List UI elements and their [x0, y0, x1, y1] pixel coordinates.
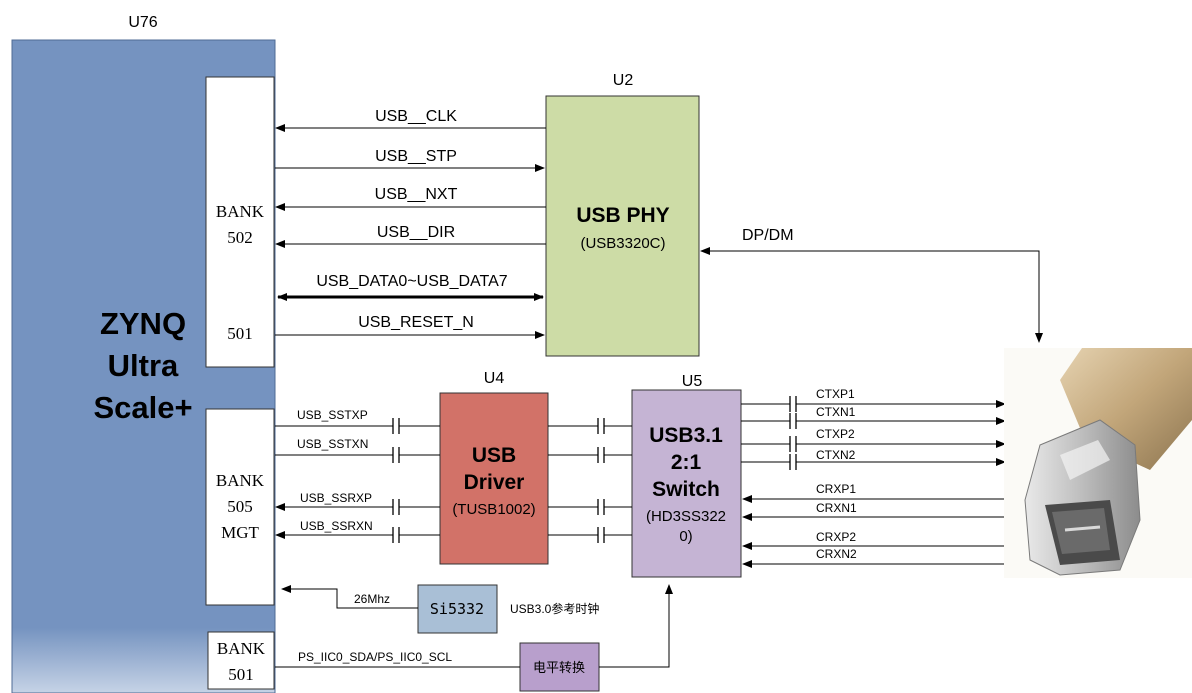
bank-501-box: BANK 501 [207, 631, 275, 690]
sig-ssrxn-label: USB_SSRXN [300, 519, 373, 533]
sig-ctxp2-label: CTXP2 [816, 427, 855, 441]
usb-type-c-connector-icon [1004, 348, 1192, 578]
sig-crxn1-label: CRXN1 [816, 501, 857, 515]
phy-ref-label: U2 [613, 72, 634, 89]
bank501b-line2: 501 [228, 665, 254, 684]
sig-ctxn2-label: CTXN2 [816, 448, 856, 462]
bank-502-box: BANK 502 501 [205, 76, 275, 368]
clock-chip-block: Si5332 USB3.0参考时钟 26Mhz [281, 584, 599, 634]
sig-ssrxp-label: USB_SSRXP [300, 491, 372, 505]
level-shifter-block: 电平转换 PS_IIC0_SDA/PS_IIC0_SCL [275, 584, 673, 692]
clock-desc-label: USB3.0参考时钟 [510, 601, 599, 616]
level-shifter-label: 电平转换 [533, 660, 585, 675]
ctx-lines: CTXP1 CTXN1 CTXP2 CTXN2 [741, 387, 1006, 470]
bank502-line2: 502 [227, 228, 253, 247]
sig-crxp2-label: CRXP2 [816, 530, 856, 544]
driver-ref-label: U4 [484, 370, 505, 387]
bank502-line1: BANK [216, 202, 265, 221]
usb-phy-block: U2 USB PHY (USB3320C) [545, 72, 700, 357]
sig-ctxp1-label: CTXP1 [816, 387, 855, 401]
dpdm-line: DP/DM [700, 227, 1043, 343]
usb-driver-block: U4 USB Driver (TUSB1002) [439, 370, 549, 565]
clock-chip-label: Si5332 [430, 600, 484, 618]
bank505-line3: MGT [221, 523, 259, 542]
zynq-name-line3: Scale+ [93, 390, 192, 425]
zynq-name-line1: ZYNQ [100, 306, 186, 341]
driver-title-line1: USB [472, 444, 516, 467]
crx-lines: CRXP1 CRXN1 CRXP2 CRXN2 [742, 482, 1005, 568]
sig-crxn2-label: CRXN2 [816, 547, 857, 561]
sig-dir-label: USB__DIR [377, 224, 455, 241]
bank505-line1: BANK [216, 471, 265, 490]
sig-sstxp-label: USB_SSTXP [297, 408, 368, 422]
bank505-line2: 505 [227, 497, 253, 516]
switch-part-line2: 0) [679, 528, 692, 545]
phy-part: (USB3320C) [580, 235, 665, 252]
bank501-inner-label: 501 [227, 324, 253, 343]
sig-ctxn1-label: CTXN1 [816, 405, 856, 419]
driver-title-line2: Driver [464, 471, 525, 494]
sig-nxt-label: USB__NXT [375, 186, 458, 203]
bank-505-box: BANK 505 MGT [205, 408, 275, 606]
sig-reset-label: USB_RESET_N [358, 314, 474, 331]
ss-lines-driver-to-switch [548, 418, 632, 543]
bank501b-line1: BANK [217, 639, 266, 658]
switch-title-line3: Switch [652, 478, 720, 501]
sig-dpdm-label: DP/DM [742, 227, 794, 244]
phy-title: USB PHY [576, 204, 669, 227]
switch-title-line1: USB3.1 [649, 424, 723, 447]
sig-sstxn-label: USB_SSTXN [297, 437, 368, 451]
zynq-ref-label: U76 [128, 14, 157, 31]
iic-bus-label: PS_IIC0_SDA/PS_IIC0_SCL [298, 650, 452, 664]
switch-ref-label: U5 [682, 373, 703, 390]
sig-crxp1-label: CRXP1 [816, 482, 856, 496]
switch-title-line2: 2:1 [671, 451, 702, 474]
sig-data-label: USB_DATA0~USB_DATA7 [316, 273, 507, 290]
sig-stp-label: USB__STP [375, 148, 457, 165]
ulpi-signal-lines: USB__CLK USB__STP USB__NXT USB__DIR USB_… [275, 108, 546, 339]
switch-part-line1: (HD3SS322 [646, 508, 726, 525]
driver-part: (TUSB1002) [452, 501, 535, 518]
ss-lines-bank-to-driver: USB_SSTXP USB_SSTXN USB_SSRXP USB_SSRXN [275, 408, 440, 543]
sig-clk-label: USB__CLK [375, 108, 457, 125]
zynq-name-line2: Ultra [108, 348, 179, 383]
usb-switch-block: U5 USB3.1 2:1 Switch (HD3SS322 0) [631, 373, 742, 578]
clock-freq-label: 26Mhz [354, 592, 390, 606]
